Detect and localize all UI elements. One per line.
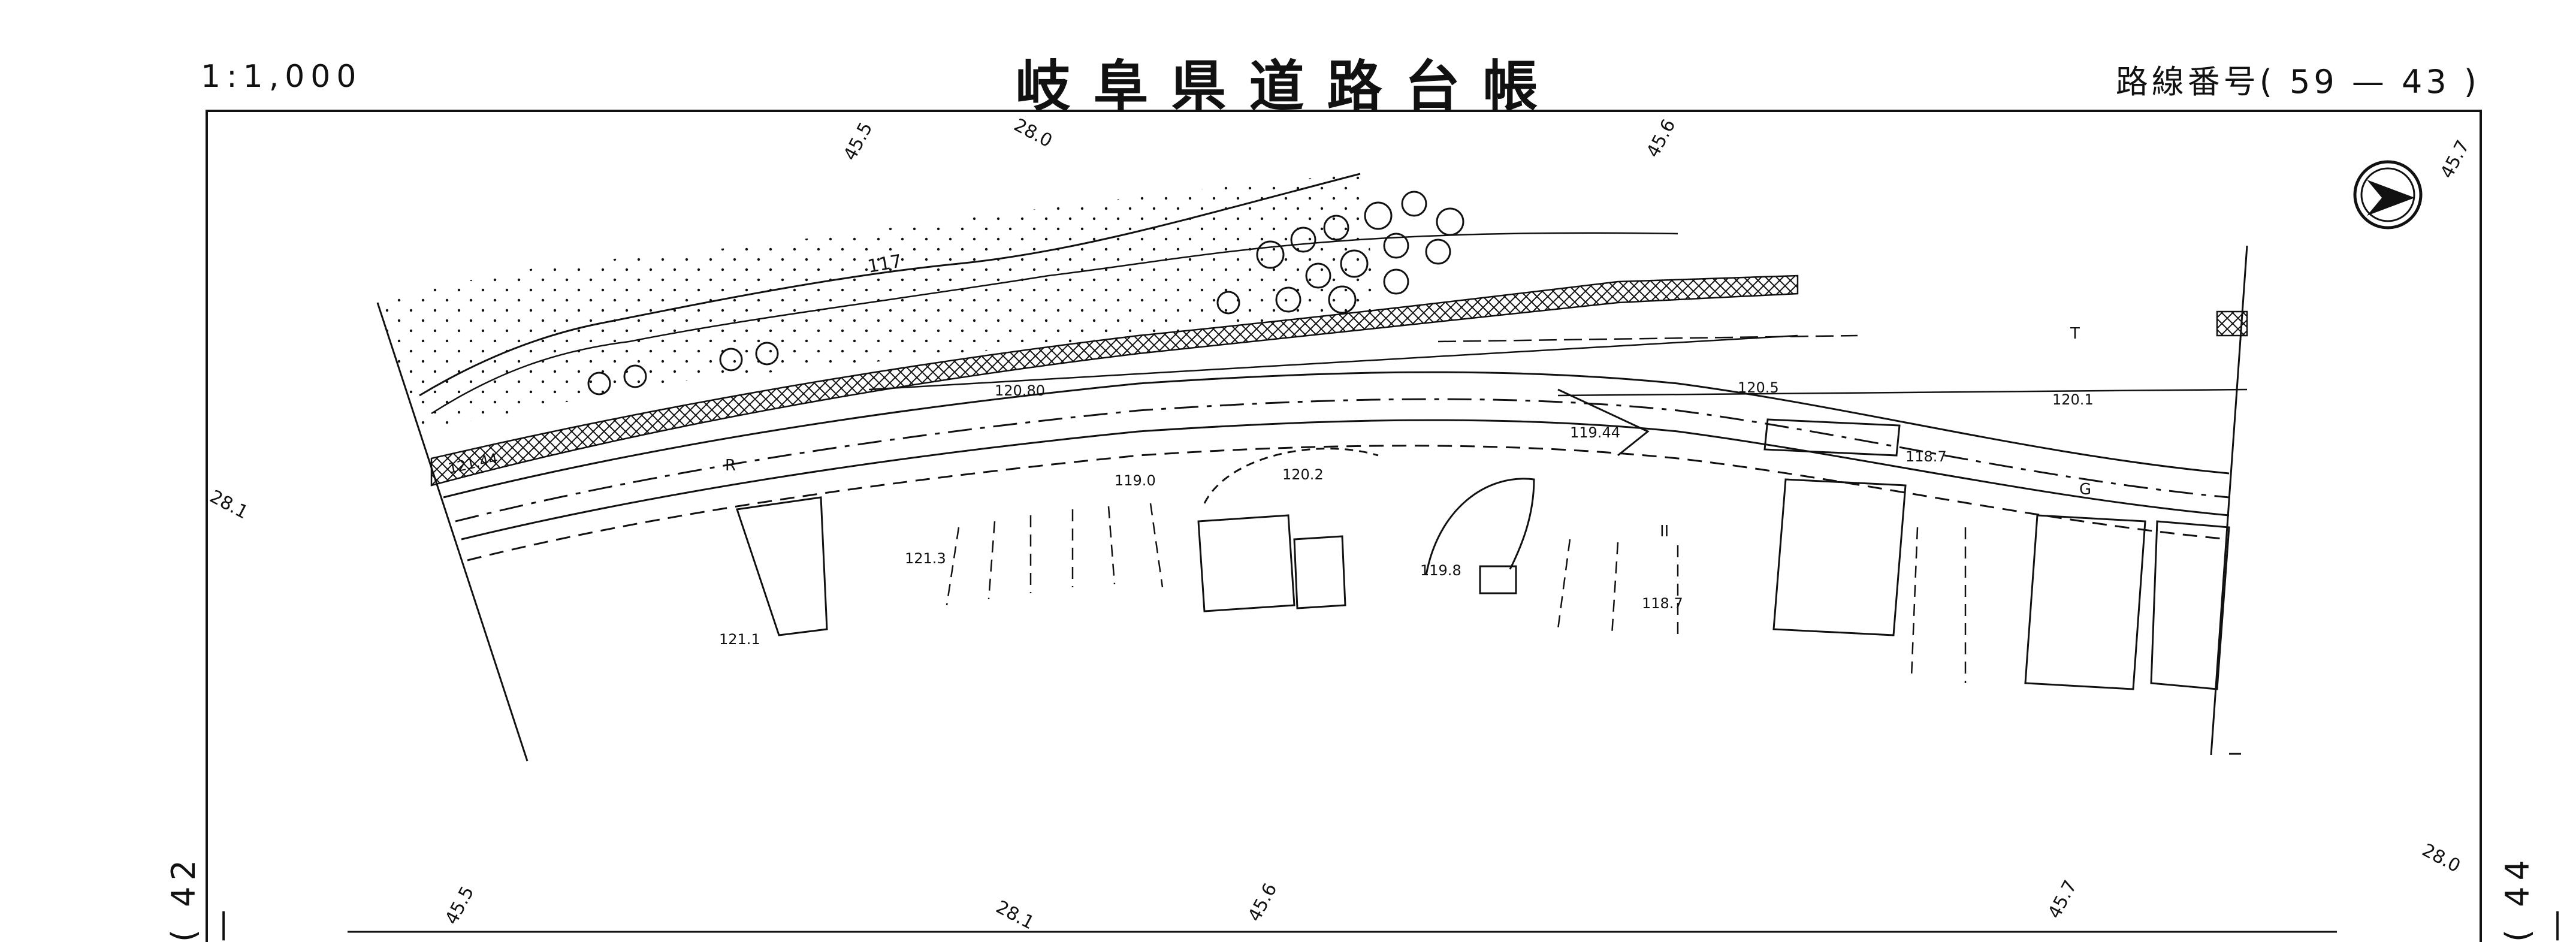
grid-label: 28.1 (992, 896, 1037, 934)
grid-label: 28.1 (206, 486, 251, 523)
grid-label: 45.7 (2044, 877, 2081, 922)
river-bank (431, 232, 1678, 415)
contour-117 (419, 173, 1361, 397)
route-dash: — (2351, 63, 2388, 101)
stair-arc-2 (1203, 448, 1379, 504)
embankment-band (430, 274, 1799, 487)
spot-height: 118.7 (1642, 595, 1683, 612)
buildings (736, 388, 2230, 690)
road-lines (443, 371, 2230, 561)
grid-label: 45.6 (1244, 880, 1281, 925)
grid-label: 45.7 (2436, 137, 2474, 182)
grid-label: 45.6 (1642, 116, 1680, 161)
shrubs (587, 191, 1464, 395)
route-minor: 43 (2402, 63, 2450, 101)
lot-dividers (946, 503, 1967, 683)
symbol-g: G (2079, 481, 2091, 499)
spot-height: 119.44 (1570, 424, 1620, 441)
map-frame (206, 110, 2482, 942)
spot-height: 119.8 (1420, 562, 1461, 579)
spot-height: 121.3 (905, 550, 946, 567)
embankment-band-east (2216, 310, 2248, 337)
scale-label: 1:1,000 (201, 59, 363, 95)
symbol-r: R (725, 457, 736, 475)
spot-height: 120.5 (1738, 379, 1779, 396)
sand-area (378, 174, 1378, 431)
spot-height: 121.1 (719, 631, 760, 648)
grid-label: 45.5 (839, 119, 877, 164)
route-close-paren: ) (2463, 63, 2480, 101)
route-number: 路線番号( 59 — 43 ) (2116, 55, 2480, 102)
symbol-t: T (2070, 325, 2080, 343)
spot-height: 119.0 (1115, 472, 1156, 489)
grid-label: 28.0 (1010, 114, 1055, 152)
spot-height: 120.1 (2052, 391, 2094, 408)
grid-label: 45.5 (441, 883, 478, 928)
route-number-label: 路線番号 (2115, 63, 2260, 101)
spot-height: 120.2 (1282, 466, 1324, 483)
map-title: 岐阜県道路台帳 (1015, 55, 1561, 119)
spot-height: 120.80 (995, 382, 1045, 399)
stair-arc (1425, 478, 1535, 576)
fence-ticks (868, 334, 2248, 397)
spot-height: 118.7 (1905, 448, 1947, 465)
route-major: 59 (2289, 63, 2338, 101)
north-arrow-icon (2353, 160, 2423, 230)
symbol-ii: II (1660, 523, 1669, 541)
grid-label: 28.0 (2418, 840, 2463, 877)
route-open-paren: ( (2259, 63, 2276, 101)
map-symbols: R G T II (725, 325, 2091, 541)
